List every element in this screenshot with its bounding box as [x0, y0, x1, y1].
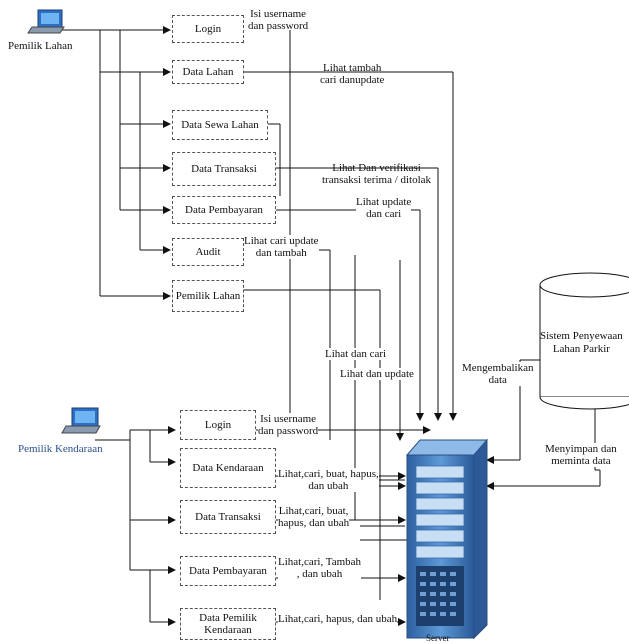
label-data-pembayaran-bottom: Lihat,cari, Tambah , dan ubah: [278, 556, 362, 580]
label-data-lahan: Lihat tambah cari danupdate: [320, 62, 385, 86]
box-data-sewa-lahan: Data Sewa Lahan: [172, 110, 268, 140]
server-label: Server: [426, 633, 450, 643]
box-data-kendaraan: Data Kendaraan: [180, 448, 276, 488]
actor-label-pemilik-kendaraan: Pemilik Kendaraan: [18, 443, 103, 455]
box-data-lahan: Data Lahan: [172, 60, 244, 84]
laptop-icon-bottom: [61, 407, 101, 434]
box-data-pembayaran-top: Data Pembayaran: [172, 196, 276, 224]
box-data-pemilik-kendaraan: Data Pemilik Kendaraan: [180, 608, 276, 640]
label-menyimpan-data: Menyimpan dan meminta data: [545, 443, 617, 467]
label-lihat-dan-update: Lihat dan update: [340, 368, 414, 380]
box-login-bottom: Login: [180, 410, 256, 440]
label-login-bottom: Isi username dan password: [258, 413, 319, 437]
label-mengembalikan-data: Mengembalikan data: [462, 362, 534, 386]
label-data-pembayaran-top: Lihat update dan cari: [356, 196, 412, 220]
bottom-connectors: [95, 426, 176, 626]
label-data-transaksi-bottom: Lihat,cari, buat, hapus, dan ubah: [278, 505, 350, 529]
box-login-top: Login: [172, 15, 244, 43]
label-audit: Lihat cari update dan tambah: [244, 235, 319, 259]
database-label: Sistem Penyewaan Lahan Parkir: [540, 330, 623, 355]
label-lihat-dan-cari: Lihat dan cari: [325, 348, 387, 360]
label-data-transaksi-top: Lihat Dan verifikasi transaksi terima / …: [322, 162, 432, 186]
box-data-transaksi-top: Data Transaksi: [172, 152, 276, 186]
label-login-top: Isi username dan password: [248, 8, 309, 32]
laptop-icon-top: [27, 9, 65, 34]
server-tower: [405, 438, 489, 640]
box-pemilik-lahan: Pemilik Lahan: [172, 280, 244, 312]
top-server-lines: [244, 30, 457, 600]
top-connectors: [62, 26, 171, 300]
box-audit: Audit: [172, 238, 244, 266]
box-data-transaksi-bottom: Data Transaksi: [180, 500, 276, 534]
label-data-kendaraan: Lihat,cari, buat, hapus, dan ubah: [278, 468, 379, 492]
label-data-pemilik-kendaraan: Lihat,cari, hapus, dan ubah: [278, 613, 398, 625]
database-cylinder: [539, 272, 629, 410]
actor-label-pemilik-lahan: Pemilik Lahan: [8, 40, 73, 52]
box-data-pembayaran-bottom: Data Pembayaran: [180, 556, 276, 586]
